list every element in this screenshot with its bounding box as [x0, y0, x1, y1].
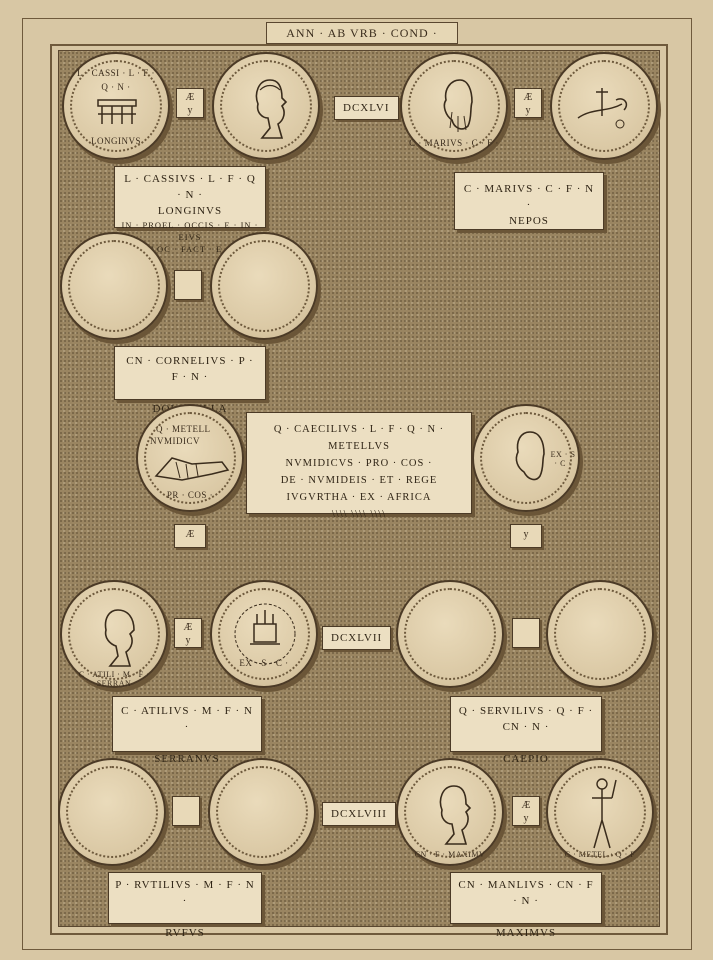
year-plaque-1: DCXLVI — [334, 96, 399, 120]
plaque-dolabella: CN · CORNELIVS · P · F · N · DOLABELLA — [114, 346, 266, 415]
plaque-line: NEPOS — [509, 215, 549, 227]
plaque-line: L · CASSIVS · L · F · Q · N · — [124, 173, 256, 201]
coin-legend: CN · F · MAXIMV — [414, 850, 486, 859]
plaque-line: NVMIDICVS · PRO · COS · — [285, 458, 433, 469]
field-border — [50, 44, 668, 935]
year-plaque-2: DCXLVII — [322, 626, 392, 650]
plaque-line: DE · NVMIDEIS · ET · REGE — [280, 475, 438, 486]
curule-chair-icon — [97, 99, 137, 124]
plaque-line: C · ATILIVS · M · F · N · — [121, 705, 253, 733]
coin-legend-mid: NVMIDICV — [150, 436, 200, 446]
coin-marius-reverse — [550, 52, 658, 160]
plaque-line: Q · CAECILIVS · L · F · Q · N · METELLVS — [273, 424, 445, 452]
helmeted-head-icon — [104, 609, 135, 667]
plaque-line: LONGINVS — [157, 205, 223, 217]
plaque-caepio: Q · SERVILIVS · Q · F · CN · N · CAEPIO — [450, 696, 602, 765]
plaque-serranus: C · ATILIVS · M · F · N · SERRANVS — [112, 696, 262, 765]
page-frame — [22, 18, 692, 950]
coin-legend-bottom: PR · COS · — [166, 490, 214, 500]
plaque-line: IN · PROEL · OCCIS · E · IN · EIVS — [121, 220, 259, 242]
standing-figure-icon — [592, 778, 617, 849]
coin-blank — [210, 232, 318, 340]
coin-legend-mid: Q · N · — [101, 82, 131, 92]
coin-legend-top: L · CASSI · L · F · — [76, 68, 156, 78]
coin-connector — [172, 796, 200, 826]
female-head-icon — [255, 79, 288, 139]
plaque-line: MAXIMVS — [495, 927, 557, 939]
plaque-line: CN · CORNELIVS · P · F · N · — [126, 355, 254, 383]
coin-connector — [174, 270, 202, 300]
wreath-altar-icon — [234, 603, 296, 665]
coin-atilius-head: C · ATILI · M · F · SERRAN — [60, 580, 168, 688]
coin-legend: EX · S · C · — [239, 658, 289, 668]
plaque-metellus: Q · CAECILIVS · L · F · Q · N · METELLVS… — [246, 412, 472, 520]
plaque-cassius: L · CASSIVS · L · F · Q · N · LONGINVS I… — [114, 166, 266, 254]
plaque-maximus: CN · MANLIVS · CN · F · N · MAXIMVS — [450, 872, 602, 939]
coin-connector — [512, 618, 540, 648]
coin-legend: EX · S · C · — [550, 450, 576, 468]
plaque-rufus: P · RVTILIVS · M · F · N · RVFVS — [108, 872, 262, 939]
plaque-line: C · MARIVS · C · F · N · — [463, 183, 595, 211]
plaque-line: SERRANVS — [154, 753, 220, 765]
plaque-line: Q · SERVILIVS · Q · F · CN · N · — [458, 705, 594, 733]
coin-legend: C · ATILI · M · F · SERRAN — [78, 670, 150, 688]
bearded-head-icon — [443, 79, 473, 132]
plaque-line: CAEPIO — [503, 753, 549, 765]
plaque-line: P · RVTILIVS · M · F · N · — [115, 879, 255, 907]
coin-legend-bottom: LONGINVS — [91, 136, 141, 146]
coin-marius-obverse: C · MARIVS · C · F · — [400, 52, 508, 160]
coin-atilius-wreath: EX · S · C · — [210, 580, 318, 688]
coin-stem: y — [510, 524, 542, 548]
coin-cassius-reverse: L · CASSI · L · F · Q · N · LONGINVS — [62, 52, 170, 160]
plaque-line: \\\\ \\\\ \\\\ — [331, 509, 387, 520]
plaque-line: CN · MANLIVS · CN · F · N · — [458, 879, 594, 907]
coin-blank — [60, 232, 168, 340]
coin-blank — [546, 580, 654, 688]
coin-metellus-pallas: C · METEL · Q · F — [546, 758, 654, 866]
header-banner: ANN · AB VRB · COND · — [266, 22, 458, 44]
plaque-line: RVFVS — [165, 927, 205, 939]
coin-blank — [58, 758, 166, 866]
coin-manlius-head: CN · F · MAXIMV — [396, 758, 504, 866]
coin-stem: Æ — [174, 524, 206, 548]
coin-blank — [396, 580, 504, 688]
bearded-head-icon — [515, 431, 545, 481]
coin-metellus-elephant: Q · METELL NVMIDICV PR · COS · — [136, 404, 244, 512]
coin-legend: C · MARIVS · C · F · — [409, 138, 499, 148]
sea-chariot-icon — [577, 88, 628, 129]
coin-metellus-head: EX · S · C · — [472, 404, 580, 512]
elephant-ship-icon — [154, 457, 230, 481]
coin-legend: C · METEL · Q · F — [564, 850, 636, 859]
coin-legend-top: Q · METELL — [156, 424, 211, 434]
coin-female-head — [212, 52, 320, 160]
coin-blank — [208, 758, 316, 866]
plaque-line: IVGVRTHA · EX · AFRICA — [286, 492, 432, 503]
plaque-line: LOC · FACT · E · — [150, 244, 230, 254]
plaque-marius: C · MARIVS · C · F · N · NEPOS — [454, 172, 604, 230]
female-head-icon — [439, 785, 472, 845]
year-plaque-3: DCXLVIII — [322, 802, 396, 826]
